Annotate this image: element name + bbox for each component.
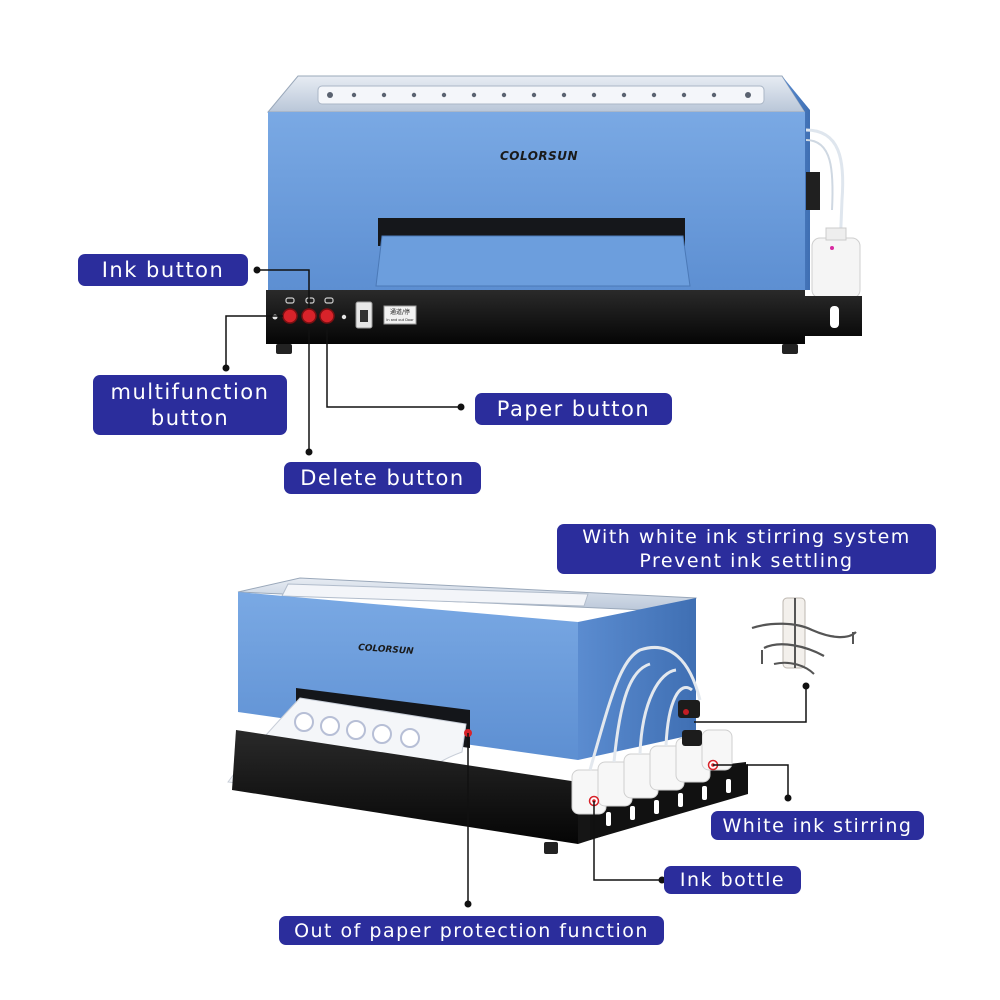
bottle-tray-slots bbox=[606, 779, 731, 826]
multifunction-button-label-line1: multifunction bbox=[110, 380, 270, 404]
white-ink-system-label: With white ink stirring system Prevent i… bbox=[557, 524, 936, 574]
bottom-printer-logo: COLORSUN bbox=[358, 643, 415, 657]
top-printer-body-side bbox=[782, 76, 810, 290]
paper-button-label: Paper button bbox=[475, 393, 672, 425]
bottom-printer: COLORSUN bbox=[227, 577, 748, 854]
top-printer-paper-tray bbox=[375, 235, 691, 287]
top-printer-lid-screws bbox=[327, 92, 751, 98]
top-printer-lid-strip bbox=[317, 85, 765, 105]
bottom-leader-dots bbox=[464, 682, 810, 908]
panel-tag-line2: In and out Door bbox=[386, 318, 414, 322]
top-printer-foot-left bbox=[276, 344, 292, 354]
top-printer-base-slot bbox=[830, 306, 839, 328]
multifunction-button-label: multifunction button bbox=[93, 375, 287, 435]
ink-bottle-label: Ink bottle bbox=[664, 866, 801, 894]
bottom-printer-body-side bbox=[578, 598, 696, 760]
top-printer: COLORSUN bbox=[266, 75, 862, 354]
white-ink-stirring-label-text: White ink stirring bbox=[722, 814, 913, 837]
paper-button[interactable] bbox=[319, 308, 335, 324]
button-indicator-icon bbox=[285, 297, 334, 304]
stirring-motor bbox=[678, 700, 702, 746]
bottom-printer-foot bbox=[544, 842, 558, 854]
ink-tubes bbox=[588, 645, 702, 771]
top-leader-lines bbox=[225, 269, 461, 452]
ink-bottle-leader bbox=[593, 801, 662, 881]
ink-button-label-text: Ink button bbox=[101, 258, 225, 282]
white-ink-stirring-label: White ink stirring bbox=[711, 811, 924, 840]
multifunction-button-leader bbox=[225, 315, 283, 368]
out-of-paper-label: Out of paper protection function bbox=[279, 916, 664, 945]
ink-button-leader bbox=[257, 269, 310, 308]
panel-tag bbox=[383, 305, 417, 325]
top-printer-logo: COLORSUN bbox=[500, 149, 578, 163]
delete-button-label-text: Delete button bbox=[300, 466, 465, 490]
power-switch-icon[interactable] bbox=[355, 301, 373, 329]
top-printer-ink-system bbox=[805, 128, 861, 299]
panel-tag-line1: 通道/停 bbox=[390, 308, 410, 316]
indicator-led bbox=[341, 314, 347, 320]
bottom-leader-lines bbox=[467, 686, 807, 904]
top-printer-base bbox=[266, 290, 862, 344]
multifunction-button-label-line2: button bbox=[150, 406, 230, 430]
white-ink-system-leader bbox=[694, 686, 807, 723]
paper-button-label-text: Paper button bbox=[496, 397, 651, 421]
white-ink-system-label-line2: Prevent ink settling bbox=[639, 550, 854, 572]
white-ink-system-label-line1: With white ink stirring system bbox=[582, 526, 911, 548]
top-printer-foot-right bbox=[782, 344, 798, 354]
bottle-tray bbox=[590, 764, 748, 840]
ink-bottle-label-text: Ink bottle bbox=[679, 869, 786, 891]
delete-button[interactable] bbox=[301, 308, 317, 324]
delete-button-label: Delete button bbox=[284, 462, 481, 494]
stirring-propeller-icon bbox=[751, 597, 857, 675]
bottom-printer-lid-strip bbox=[281, 583, 589, 607]
multifunction-button[interactable] bbox=[282, 308, 298, 324]
white-ink-stirring-leader bbox=[713, 764, 789, 798]
top-leader-dots bbox=[222, 266, 465, 456]
bottom-printer-base bbox=[232, 730, 578, 844]
ink-button-label: Ink button bbox=[78, 254, 248, 286]
paper-button-leader bbox=[326, 324, 461, 408]
out-of-paper-label-text: Out of paper protection function bbox=[294, 919, 649, 942]
